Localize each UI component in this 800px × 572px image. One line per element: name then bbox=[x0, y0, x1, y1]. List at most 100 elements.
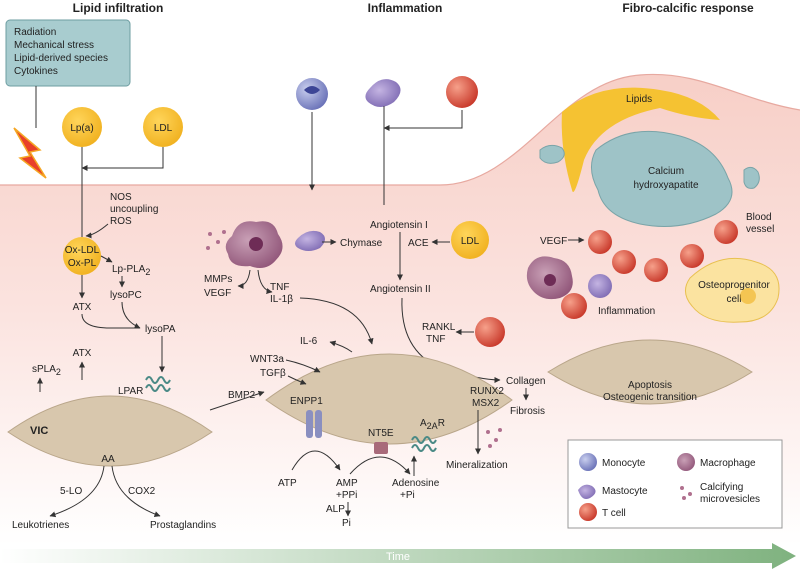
il1b-label: IL-1β bbox=[270, 294, 293, 305]
cell-il6-arrow bbox=[329, 340, 353, 353]
ace-label: ACE bbox=[408, 238, 429, 249]
oxldl-particle bbox=[63, 237, 101, 275]
legend-monocyte-label: Monocyte bbox=[602, 458, 646, 469]
blood-label: Blood bbox=[746, 212, 772, 223]
lysopa-label: lysoPA bbox=[145, 324, 176, 335]
tnf-label-mid: TNF bbox=[270, 282, 289, 293]
enpp1-channel-right bbox=[315, 410, 322, 438]
adenosine-pi-label: +Pi bbox=[400, 490, 415, 501]
vesicle-1 bbox=[208, 232, 212, 236]
ldl-label-mid: LDL bbox=[461, 236, 480, 247]
tcell-top bbox=[446, 76, 478, 108]
apoptosis-cell bbox=[547, 339, 753, 405]
lpar-receptor-icon bbox=[145, 376, 171, 392]
oxldl-lppla2-arrow bbox=[100, 255, 113, 263]
enpp1-label: ENPP1 bbox=[290, 396, 323, 407]
bmp2-label: BMP2 bbox=[228, 390, 256, 401]
legend-tcell-icon bbox=[579, 503, 597, 521]
mmps-label: MMPs bbox=[204, 274, 232, 285]
legend-box bbox=[567, 439, 783, 529]
collagen-label: Collagen bbox=[506, 376, 545, 387]
mastocyte-tcell-arrow bbox=[384, 106, 463, 205]
header-fibro-calcific: Fibro-calcific response bbox=[622, 1, 754, 15]
osteogenic-transition-label: Osteogenic transition bbox=[603, 392, 697, 403]
mastocyte-cell-top bbox=[365, 79, 401, 107]
lpa-particle bbox=[62, 107, 102, 147]
mastocyte-cell-mid bbox=[295, 230, 325, 251]
vesicle-3 bbox=[206, 246, 210, 250]
nos-uncoupling-label: uncoupling bbox=[110, 204, 158, 215]
blood-vessel-3 bbox=[644, 258, 668, 282]
5lo-label: 5-LO bbox=[60, 486, 82, 497]
legend-monocyte-icon bbox=[579, 453, 597, 471]
vessel-label: vessel bbox=[746, 224, 774, 235]
legend-calcifying-label: Calcifying bbox=[700, 482, 743, 493]
legend-tcell-label: T cell bbox=[602, 508, 626, 519]
vesicle-4 bbox=[222, 230, 226, 234]
lppla2-label: Lp-PLA2 bbox=[112, 264, 150, 277]
lysopc-label: lysoPC bbox=[110, 290, 142, 301]
tgfb-arrow bbox=[287, 375, 307, 385]
blood-vessel-1 bbox=[588, 230, 612, 254]
legend-vesicle-1 bbox=[680, 486, 684, 490]
wnt3a-arrow bbox=[285, 359, 321, 373]
amp-adenosine-arc bbox=[349, 456, 411, 475]
runx2-label: RUNX2 bbox=[470, 386, 504, 397]
microvesicle-2 bbox=[494, 438, 498, 442]
ros-label: ROS bbox=[110, 216, 132, 227]
pi-label: Pi bbox=[342, 518, 351, 529]
ppi-label: +PPi bbox=[336, 490, 357, 501]
lipids-deposit bbox=[561, 87, 720, 192]
monocyte-nucleus bbox=[304, 86, 320, 94]
central-cell bbox=[265, 353, 513, 445]
wnt3a-label: WNT3a bbox=[250, 354, 284, 365]
nos-label: NOS bbox=[110, 192, 132, 203]
oxpl-label: Ox-PL bbox=[68, 258, 97, 269]
lpa-ldl-merge-arrow bbox=[82, 147, 164, 237]
stimulus-cytokines: Cytokines bbox=[14, 66, 58, 77]
calcium-fragment-2 bbox=[743, 166, 760, 189]
tnf-label-right: TNF bbox=[426, 334, 445, 345]
nt5e-channel bbox=[374, 442, 388, 454]
alp-label: ALP bbox=[326, 504, 345, 515]
aa-prostaglandins-arrow bbox=[111, 465, 161, 517]
macrophage-nucleus bbox=[249, 237, 263, 251]
atx-label-upper: ATX bbox=[73, 302, 92, 313]
ldl-particle-mid bbox=[451, 221, 489, 259]
microvesicle-1 bbox=[486, 430, 490, 434]
mastocyte-fibro bbox=[588, 274, 612, 298]
osteo-nucleus bbox=[740, 288, 756, 304]
time-arrow bbox=[0, 543, 796, 569]
hydroxyapatite-label: hydroxyapatite bbox=[633, 180, 698, 191]
microvesicle-4 bbox=[498, 428, 502, 432]
header-inflammation: Inflammation bbox=[368, 1, 443, 15]
legend-vesicle-2 bbox=[688, 492, 692, 496]
prostaglandins-label: Prostaglandins bbox=[150, 520, 216, 531]
fibrosis-label: Fibrosis bbox=[510, 406, 545, 417]
blood-vessel-5 bbox=[714, 220, 738, 244]
vesicle-2 bbox=[216, 240, 220, 244]
leukotrienes-label: Leukotrienes bbox=[12, 520, 69, 531]
angiotensin-ii-label: Angiotensin II bbox=[370, 284, 431, 295]
legend-mastocyte-label: Mastocyte bbox=[602, 486, 648, 497]
atx-lysopa-arrow bbox=[81, 301, 140, 328]
chymase-label: Chymase bbox=[340, 238, 383, 249]
inflammation-label-right: Inflammation bbox=[598, 306, 655, 317]
lpa-label: Lp(a) bbox=[70, 123, 93, 134]
microvesicle-3 bbox=[488, 444, 492, 448]
apoptosis-label: Apoptosis bbox=[628, 380, 672, 391]
ldl-particle bbox=[143, 107, 183, 147]
stimulus-lipid-species: Lipid-derived species bbox=[14, 53, 108, 64]
amp-label: AMP bbox=[336, 478, 358, 489]
mineralization-label: Mineralization bbox=[446, 460, 508, 471]
osteoprogenitor-cell bbox=[685, 257, 780, 323]
lightning-icon bbox=[13, 127, 47, 179]
time-label: Time bbox=[386, 551, 410, 563]
calcium-fragment-1 bbox=[539, 144, 565, 164]
macrophage-mmps-arrow bbox=[237, 269, 251, 289]
vic-cell bbox=[7, 395, 213, 467]
enpp1-channel-left bbox=[306, 410, 313, 438]
atp-label: ATP bbox=[278, 478, 297, 489]
